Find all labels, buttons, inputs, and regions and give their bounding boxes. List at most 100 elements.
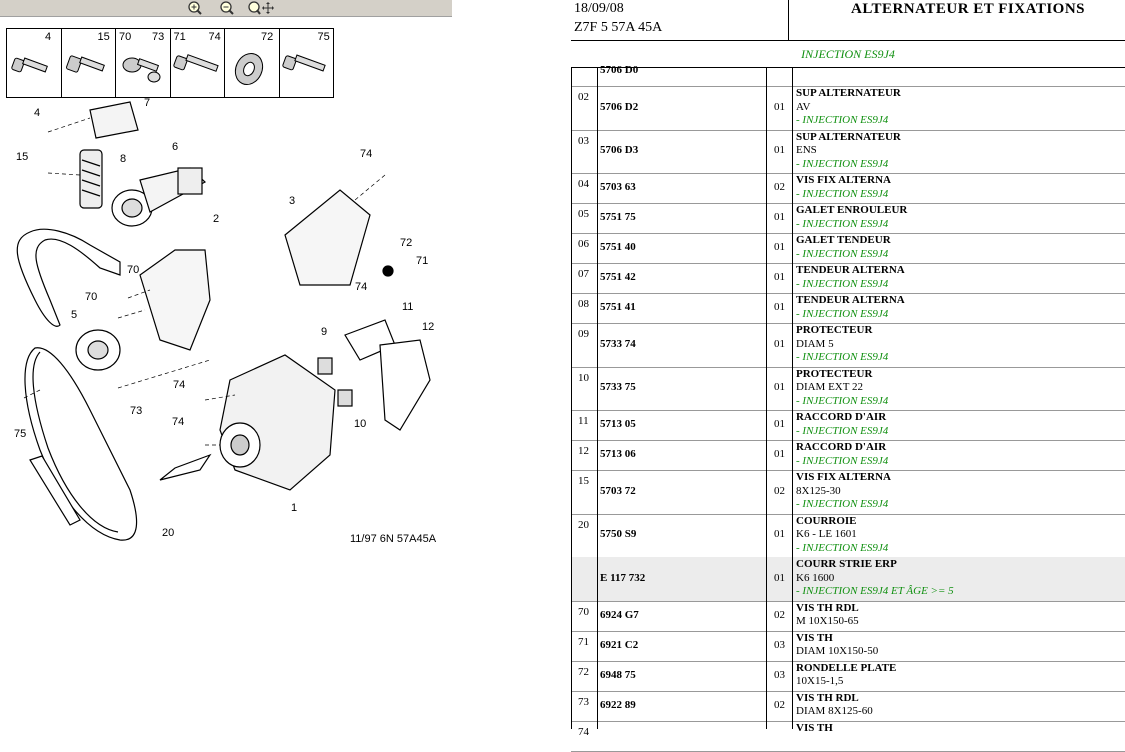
part-reference[interactable]: 5751 40 — [600, 241, 636, 253]
item-number: 12 — [578, 445, 589, 457]
callout: 8 — [120, 153, 126, 165]
part-reference[interactable]: 5751 75 — [600, 211, 636, 223]
callout: 10 — [354, 418, 366, 430]
part-spec: K6 1600 — [796, 571, 835, 584]
part-reference[interactable]: E 117 732 — [600, 571, 646, 584]
item-number: 72 — [578, 665, 589, 678]
item-number: 03 — [578, 134, 589, 147]
applicability-filter: - INJECTION ES9J4 — [796, 498, 889, 510]
part-reference[interactable]: 5733 75 — [600, 381, 636, 394]
callout: 4 — [34, 107, 40, 119]
callout: 1 — [291, 502, 297, 514]
callout: 70 — [127, 264, 139, 276]
callout: 11 — [402, 301, 413, 313]
part-reference[interactable]: 5751 41 — [600, 301, 636, 313]
applicability-filter: - INJECTION ES9J4 — [796, 114, 889, 126]
description: RACCORD D'AIR- INJECTION ES9J4 — [796, 411, 888, 438]
viewer-toolbar — [0, 0, 452, 17]
description: VIS FIX ALTERNA- INJECTION ES9J4 — [796, 174, 891, 201]
part-designation: TENDEUR ALTERNA — [796, 294, 905, 306]
quantity: 01 — [774, 211, 785, 223]
part-spec: DIAM EXT 22 — [796, 381, 864, 393]
part-reference[interactable]: 5703 72 — [600, 484, 636, 497]
bolt-icon — [11, 57, 48, 73]
quantity: 02 — [774, 181, 785, 193]
part-reference[interactable]: 5703 63 — [600, 181, 636, 193]
part-reference[interactable]: 6922 89 — [600, 698, 636, 711]
applicability-filter: - INJECTION ES9J4 — [796, 351, 889, 363]
zoom-out-icon[interactable] — [218, 0, 236, 16]
part-reference[interactable]: 5713 05 — [600, 418, 636, 430]
part-number: 74 — [208, 31, 221, 43]
part-reference[interactable]: 5706 D3 — [600, 144, 639, 157]
item-number: 71 — [578, 635, 589, 648]
part-designation: TENDEUR ALTERNA — [796, 264, 905, 276]
part-reference[interactable]: 5706 D0 — [600, 64, 639, 76]
part-designation: RACCORD D'AIR — [796, 411, 887, 423]
part-reference[interactable]: 6948 75 — [600, 668, 636, 681]
quantity: 03 — [774, 668, 785, 681]
quantity: 02 — [774, 608, 785, 621]
fasteners-strip: 4 15 70 73 71 74 72 75 — [6, 28, 334, 98]
column-divider — [766, 68, 767, 729]
part-designation: GALET TENDEUR — [796, 234, 891, 246]
callout: 15 — [16, 151, 28, 163]
part-spec: M 10X150-65 — [796, 615, 859, 627]
part-reference[interactable]: 6924 G7 — [600, 608, 639, 621]
part-designation: VIS FIX ALTERNA — [796, 174, 891, 186]
part-reference[interactable]: 5750 S9 — [600, 528, 637, 541]
header-date: 18/09/08 — [574, 1, 624, 16]
part-reference[interactable]: 5713 06 — [600, 448, 636, 460]
zoom-move-icon[interactable] — [246, 0, 276, 16]
fastener-cell: 71 74 — [171, 29, 225, 97]
quantity: 01 — [774, 337, 785, 350]
applicability-filter: - INJECTION ES9J4 — [796, 307, 889, 320]
quantity: 01 — [774, 381, 785, 394]
item-number: 09 — [578, 328, 589, 340]
part-reference[interactable]: 5733 74 — [600, 337, 636, 350]
part-reference[interactable]: 5751 42 — [600, 271, 636, 283]
part-designation: PROTECTEUR — [796, 324, 873, 336]
part-number: 71 — [173, 31, 186, 43]
callout: 6 — [172, 141, 178, 153]
zoom-in-icon[interactable] — [186, 0, 204, 16]
part-reference[interactable]: 5706 D2 — [600, 100, 639, 113]
diagram-pane: 4 15 70 73 71 74 72 75 — [0, 0, 560, 728]
fastener-cell: 72 — [225, 29, 280, 97]
applicability-filter: - INJECTION ES9J4 — [796, 424, 889, 437]
part-reference[interactable]: 6921 C2 — [600, 638, 639, 651]
callout: 73 — [130, 405, 142, 417]
item-number: 06 — [578, 238, 589, 250]
quantity: 01 — [774, 271, 785, 283]
parts-list-pane: 18/09/08 Z7F 5 57A 45A ALTERNATEUR ET FI… — [571, 0, 1125, 752]
quantity: 01 — [774, 241, 785, 253]
quantity: 01 — [774, 100, 785, 113]
table-row[interactable]: 5706 D0 — [571, 56, 1125, 87]
